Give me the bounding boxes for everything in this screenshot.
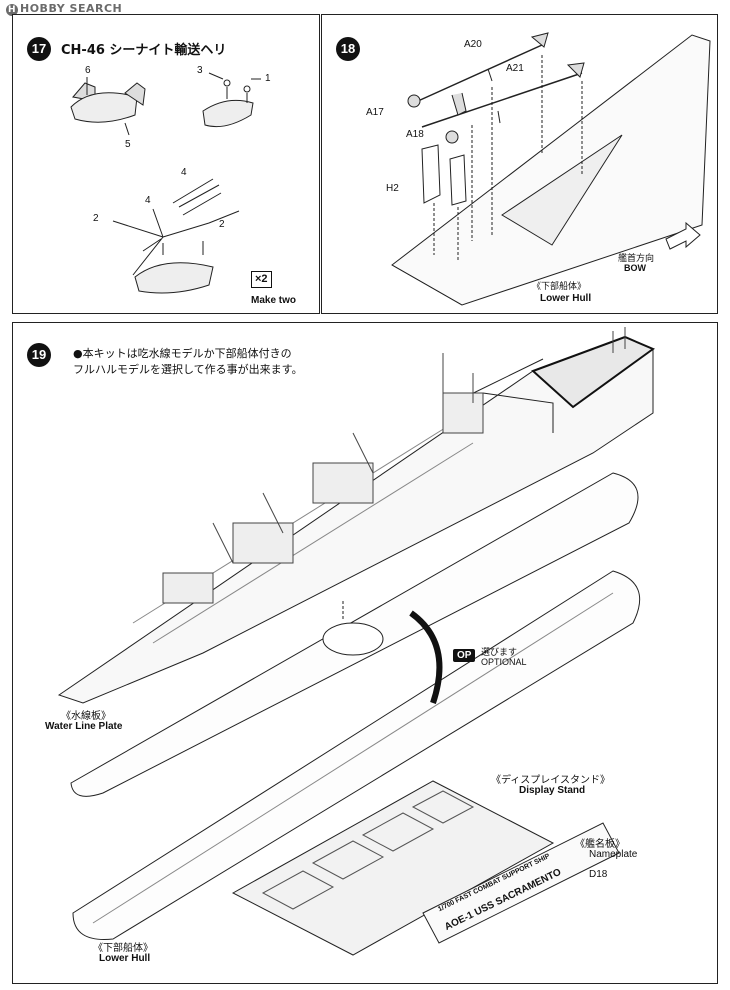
step-title: CH-46 シーナイト輸送ヘリ xyxy=(61,43,227,58)
part-label: 3 xyxy=(197,65,203,76)
bow-label-jp: 艦首方向 xyxy=(618,254,655,264)
step-number: 18 xyxy=(336,37,360,61)
stand-label-en: Display Stand xyxy=(519,785,586,796)
watermark-text: HOBBY SEARCH xyxy=(20,2,123,15)
optional-label-jp: 選びます xyxy=(481,648,518,658)
part-label: 2 xyxy=(93,213,99,224)
part-label: A18 xyxy=(406,129,424,140)
helicopter-drawing xyxy=(70,72,261,294)
part-label: 5 xyxy=(125,139,131,150)
step-note-line2: フルハルモデルを選択して作る事が出来ます。 xyxy=(73,363,303,376)
waterline-label-en: Water Line Plate xyxy=(45,721,123,732)
part-label: 2 xyxy=(219,219,225,230)
part-label: 4 xyxy=(145,195,151,206)
part-label: A17 xyxy=(366,107,384,118)
part-label: A20 xyxy=(464,39,482,50)
part-label: 6 xyxy=(85,65,91,76)
hull-label-jp: 《下部船体》 xyxy=(93,943,153,954)
quantity-badge: ×2 xyxy=(251,271,272,288)
optional-badge: OP xyxy=(453,649,476,662)
step-number: 19 xyxy=(27,343,51,367)
quantity-note: Make two xyxy=(251,295,297,306)
part-label: 1 xyxy=(265,73,271,84)
hull-label-en: Lower Hull xyxy=(540,293,592,304)
nameplate-part-label: D18 xyxy=(589,869,608,880)
nameplate-label-jp: 《艦名板》 xyxy=(575,839,625,850)
bow-label-en: BOW xyxy=(624,263,646,273)
optional-label-en: OPTIONAL xyxy=(481,657,527,667)
step-number: 17 xyxy=(27,37,51,61)
step-19-panel: 19 ●本キットは吃水線モデルか下部船体付きの フルハルモデルを選択して作る事が… xyxy=(12,322,718,984)
hull-label-en: Lower Hull xyxy=(99,953,151,964)
waterline-label-jp: 《水線板》 xyxy=(61,711,111,722)
nameplate-label-en: Nameplate xyxy=(589,849,638,860)
part-label: H2 xyxy=(386,183,399,194)
step-note-line1: ●本キットは吃水線モデルか下部船体付きの xyxy=(73,347,292,360)
step-17-panel: 17 CH-46 シーナイト輸送ヘリ 6 5 3 1 4 4 2 2 xyxy=(12,14,320,314)
hull-label-jp: 《下部船体》 xyxy=(532,282,587,292)
ship-assembly-drawing xyxy=(57,327,656,956)
part-label: 4 xyxy=(181,167,187,178)
logo-icon: H xyxy=(6,4,18,16)
lower-hull-stern-drawing xyxy=(391,32,711,306)
step-18-panel: 18 xyxy=(321,14,718,314)
stand-label-jp: 《ディスプレイスタンド》 xyxy=(491,775,610,786)
part-label: A21 xyxy=(506,63,524,74)
